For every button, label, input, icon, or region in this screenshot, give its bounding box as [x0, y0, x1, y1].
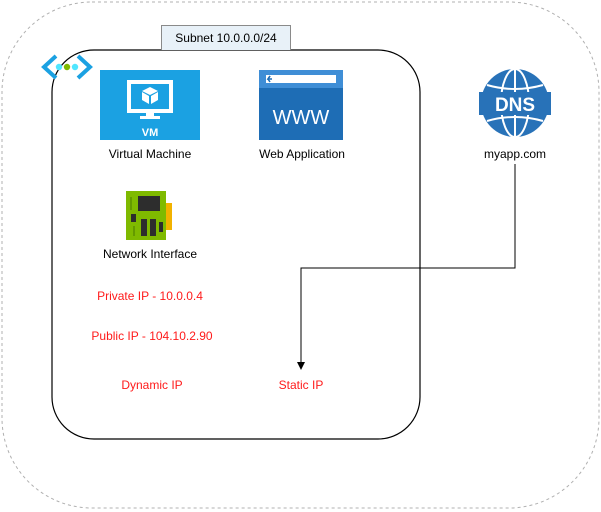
dynamic-ip-label: Dynamic IP	[121, 378, 183, 392]
web-application-icon[interactable]: WWW	[259, 70, 343, 140]
dns-globe-icon[interactable]: DNS	[479, 68, 551, 138]
static-ip-label: Static IP	[278, 378, 324, 392]
private-ip-label: Private IP - 10.0.0.4	[97, 289, 203, 303]
vm-badge-text: VM	[142, 127, 159, 139]
virtual-network-icon	[41, 54, 93, 80]
virtual-machine-label: Virtual Machine	[108, 147, 192, 161]
network-interface-label: Network Interface	[102, 247, 198, 261]
public-ip-label: Public IP - 104.10.2.90	[91, 329, 213, 343]
network-interface-icon[interactable]	[126, 191, 172, 240]
virtual-machine-icon[interactable]: VM	[100, 70, 200, 140]
dns-to-static-ip-connector	[297, 164, 516, 370]
web-application-label: Web Application	[259, 147, 345, 161]
subnet-box[interactable]	[51, 49, 421, 440]
subnet-label: Subnet 10.0.0.0/24	[161, 25, 291, 50]
web-badge-text: WWW	[273, 107, 330, 129]
dns-badge-text: DNS	[495, 95, 535, 116]
dns-domain-label: myapp.com	[483, 147, 547, 161]
